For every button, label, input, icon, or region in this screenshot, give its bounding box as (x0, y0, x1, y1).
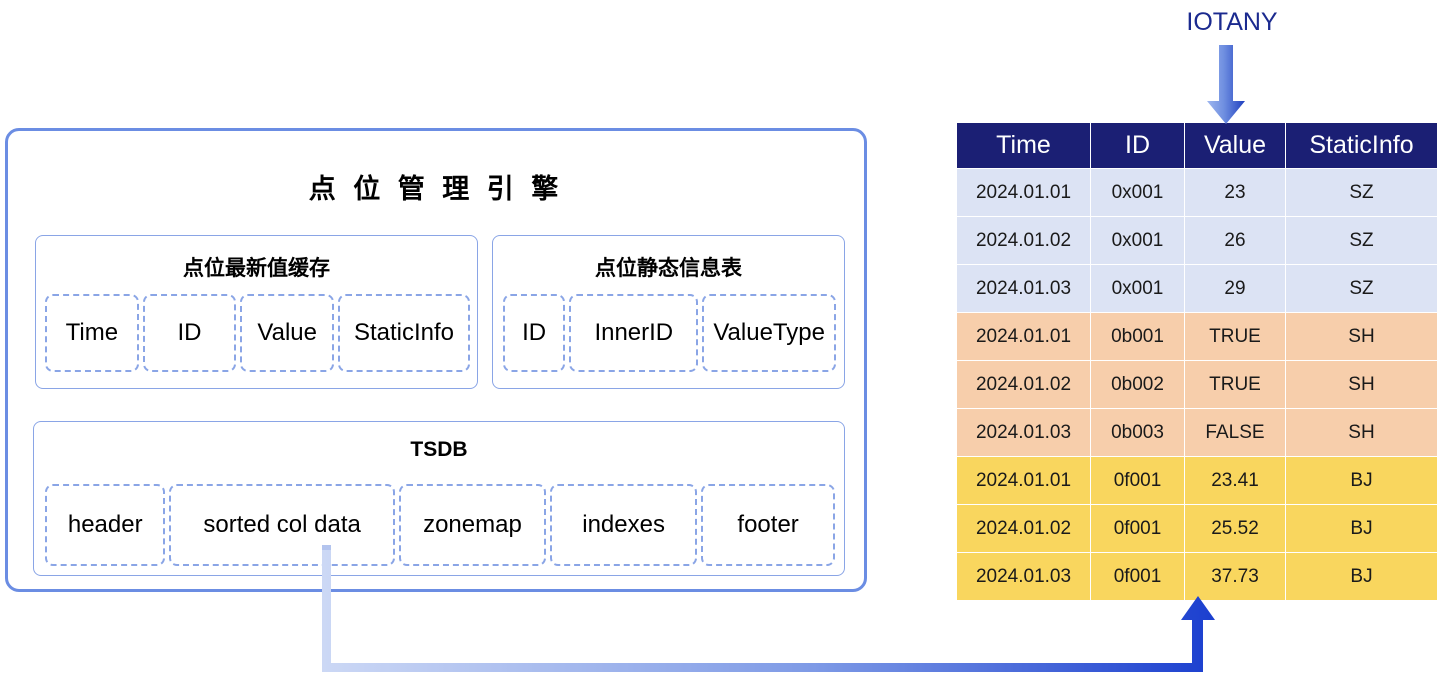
cell-value: 37.73 (1184, 552, 1286, 601)
cell-id: 0b001 (1090, 312, 1185, 361)
cell-staticinfo: BJ (1285, 456, 1438, 505)
table-row: 2024.01.01 0f001 23.41 BJ (956, 456, 1438, 505)
table-col-time: Time (956, 122, 1091, 169)
cells-row-cache: Time ID Value StaticInfo (45, 294, 470, 372)
cell-tsdb-footer: footer (701, 484, 835, 566)
cell-time: 2024.01.02 (956, 504, 1091, 553)
cell-value: TRUE (1184, 360, 1286, 409)
cell-time: 2024.01.01 (956, 168, 1091, 217)
cell-cache-staticinfo: StaticInfo (338, 294, 470, 372)
cell-static-innerid: InnerID (569, 294, 699, 372)
cell-staticinfo: SZ (1285, 216, 1438, 265)
panel-static-info-table: 点位静态信息表 ID InnerID ValueType (492, 235, 845, 389)
cell-time: 2024.01.03 (956, 552, 1091, 601)
table-row: 2024.01.02 0x001 26 SZ (956, 216, 1438, 265)
table-row: 2024.01.01 0x001 23 SZ (956, 168, 1438, 217)
cell-cache-id: ID (142, 294, 237, 372)
cell-staticinfo: SZ (1285, 168, 1438, 217)
cell-staticinfo: SZ (1285, 264, 1438, 313)
table-row: 2024.01.01 0b001 TRUE SH (956, 312, 1438, 361)
cell-value: FALSE (1184, 408, 1286, 457)
cell-value: 23.41 (1184, 456, 1286, 505)
tsdb-connector-stub (322, 545, 331, 585)
cell-id: 0f001 (1090, 504, 1185, 553)
panel-title-cache: 点位最新值缓存 (183, 257, 330, 280)
cell-value: 26 (1184, 216, 1286, 265)
cell-staticinfo: BJ (1285, 552, 1438, 601)
data-table: Time ID Value StaticInfo 2024.01.01 0x00… (956, 122, 1438, 601)
panel-title-tsdb: TSDB (410, 438, 468, 461)
table-row: 2024.01.03 0f001 37.73 BJ (956, 552, 1438, 601)
cell-time: 2024.01.01 (956, 312, 1091, 361)
cell-time: 2024.01.01 (956, 456, 1091, 505)
cell-tsdb-sorted-col-data: sorted col data (169, 484, 395, 566)
cell-time: 2024.01.02 (956, 216, 1091, 265)
table-row: 2024.01.02 0f001 25.52 BJ (956, 504, 1438, 553)
cell-staticinfo: BJ (1285, 504, 1438, 553)
cell-time: 2024.01.03 (956, 264, 1091, 313)
panel-tsdb: TSDB header sorted col data zonemap inde… (33, 421, 845, 576)
table-header-row: Time ID Value StaticInfo (956, 122, 1438, 169)
table-col-value: Value (1184, 122, 1286, 169)
table-row: 2024.01.03 0x001 29 SZ (956, 264, 1438, 313)
cell-id: 0x001 (1090, 264, 1185, 313)
cell-static-id: ID (503, 294, 566, 372)
cells-row-tsdb: header sorted col data zonemap indexes f… (45, 484, 835, 566)
table-col-id: ID (1090, 122, 1185, 169)
cell-static-valuetype: ValueType (702, 294, 837, 372)
cell-id: 0f001 (1090, 456, 1185, 505)
cell-value: 23 (1184, 168, 1286, 217)
cell-staticinfo: SH (1285, 312, 1438, 361)
iotany-down-arrow (1207, 45, 1245, 124)
cell-time: 2024.01.03 (956, 408, 1091, 457)
cell-tsdb-zonemap: zonemap (398, 484, 547, 566)
cell-tsdb-indexes: indexes (550, 484, 698, 566)
engine-title: 点 位 管 理 引 擎 (308, 174, 564, 204)
cells-row-static: ID InnerID ValueType (503, 294, 837, 372)
cell-value: 29 (1184, 264, 1286, 313)
cell-id: 0b003 (1090, 408, 1185, 457)
cell-time: 2024.01.02 (956, 360, 1091, 409)
cell-cache-value: Value (240, 294, 335, 372)
cell-value: 25.52 (1184, 504, 1286, 553)
cell-cache-time: Time (45, 294, 139, 372)
cell-id: 0b002 (1090, 360, 1185, 409)
table-row: 2024.01.03 0b003 FALSE SH (956, 408, 1438, 457)
cell-staticinfo: SH (1285, 360, 1438, 409)
cell-id: 0x001 (1090, 216, 1185, 265)
table-row: 2024.01.02 0b002 TRUE SH (956, 360, 1438, 409)
point-management-engine-box: 点 位 管 理 引 擎 点位最新值缓存 Time ID Value Static… (5, 128, 867, 592)
iotany-label: IOTANY (1186, 8, 1278, 36)
cell-staticinfo: SH (1285, 408, 1438, 457)
panel-latest-value-cache: 点位最新值缓存 Time ID Value StaticInfo (35, 235, 478, 389)
table-col-staticinfo: StaticInfo (1285, 122, 1438, 169)
cell-tsdb-header: header (45, 484, 166, 566)
panel-title-static: 点位静态信息表 (595, 257, 742, 280)
cell-id: 0x001 (1090, 168, 1185, 217)
cell-value: TRUE (1184, 312, 1286, 361)
cell-id: 0f001 (1090, 552, 1185, 601)
